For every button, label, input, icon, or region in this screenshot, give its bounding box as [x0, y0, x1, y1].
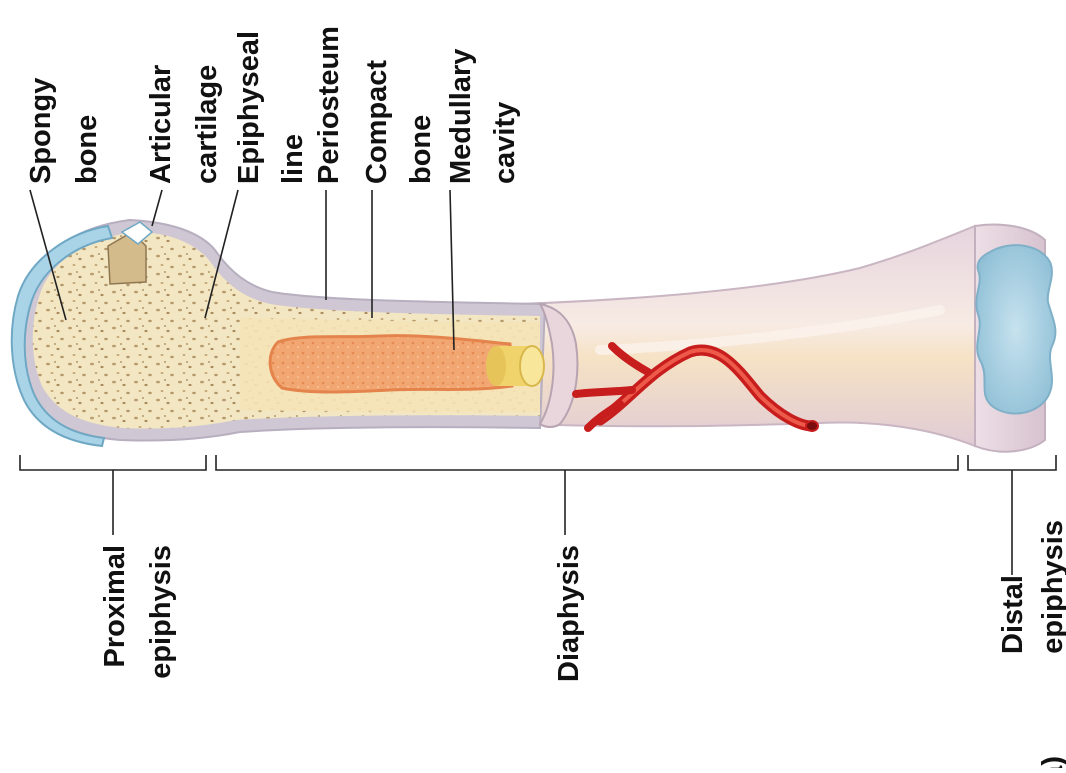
label-epiphyseal-line-line1: Epiphyseal	[233, 31, 265, 184]
label-articular-cartilage-line1: Articular	[145, 65, 177, 184]
label-epiphyseal-line-line2: line	[277, 134, 309, 184]
label-distal-epiphysis-line2: epiphysis	[1037, 520, 1066, 654]
label-proximal-epiphysis-line2: epiphysis	[145, 545, 177, 679]
label-proximal-epiphysis-line1: Proximal	[99, 545, 131, 668]
panel-label: (a)	[1037, 756, 1066, 768]
label-articular-cartilage-line2: cartilage	[191, 65, 223, 184]
vessel-opening	[806, 421, 818, 431]
label-medullary-cavity-line1: Medullary	[445, 49, 477, 184]
label-periosteum: Periosteum	[313, 26, 345, 184]
distal-articular-cartilage	[976, 245, 1055, 413]
label-spongy-bone-line1: Spongy	[25, 78, 57, 184]
leader-articular-cartilage	[152, 190, 162, 226]
label-spongy-bone-line2: bone	[71, 115, 103, 184]
label-diaphysis: Diaphysis	[553, 545, 585, 682]
yellow-marrow-cylinder	[486, 346, 544, 386]
label-compact-bone-line2: bone	[405, 115, 437, 184]
vessel-branch-2	[576, 390, 632, 394]
label-distal-epiphysis-line1: Distal	[997, 575, 1029, 654]
label-compact-bone-line1: Compact	[361, 60, 393, 184]
label-medullary-cavity-line2: cavity	[489, 102, 521, 184]
bracket-proximal-epiphysis	[20, 455, 206, 535]
bracket-diaphysis	[216, 455, 958, 535]
medullary-cavity-region	[270, 336, 512, 392]
bone	[12, 220, 1056, 452]
